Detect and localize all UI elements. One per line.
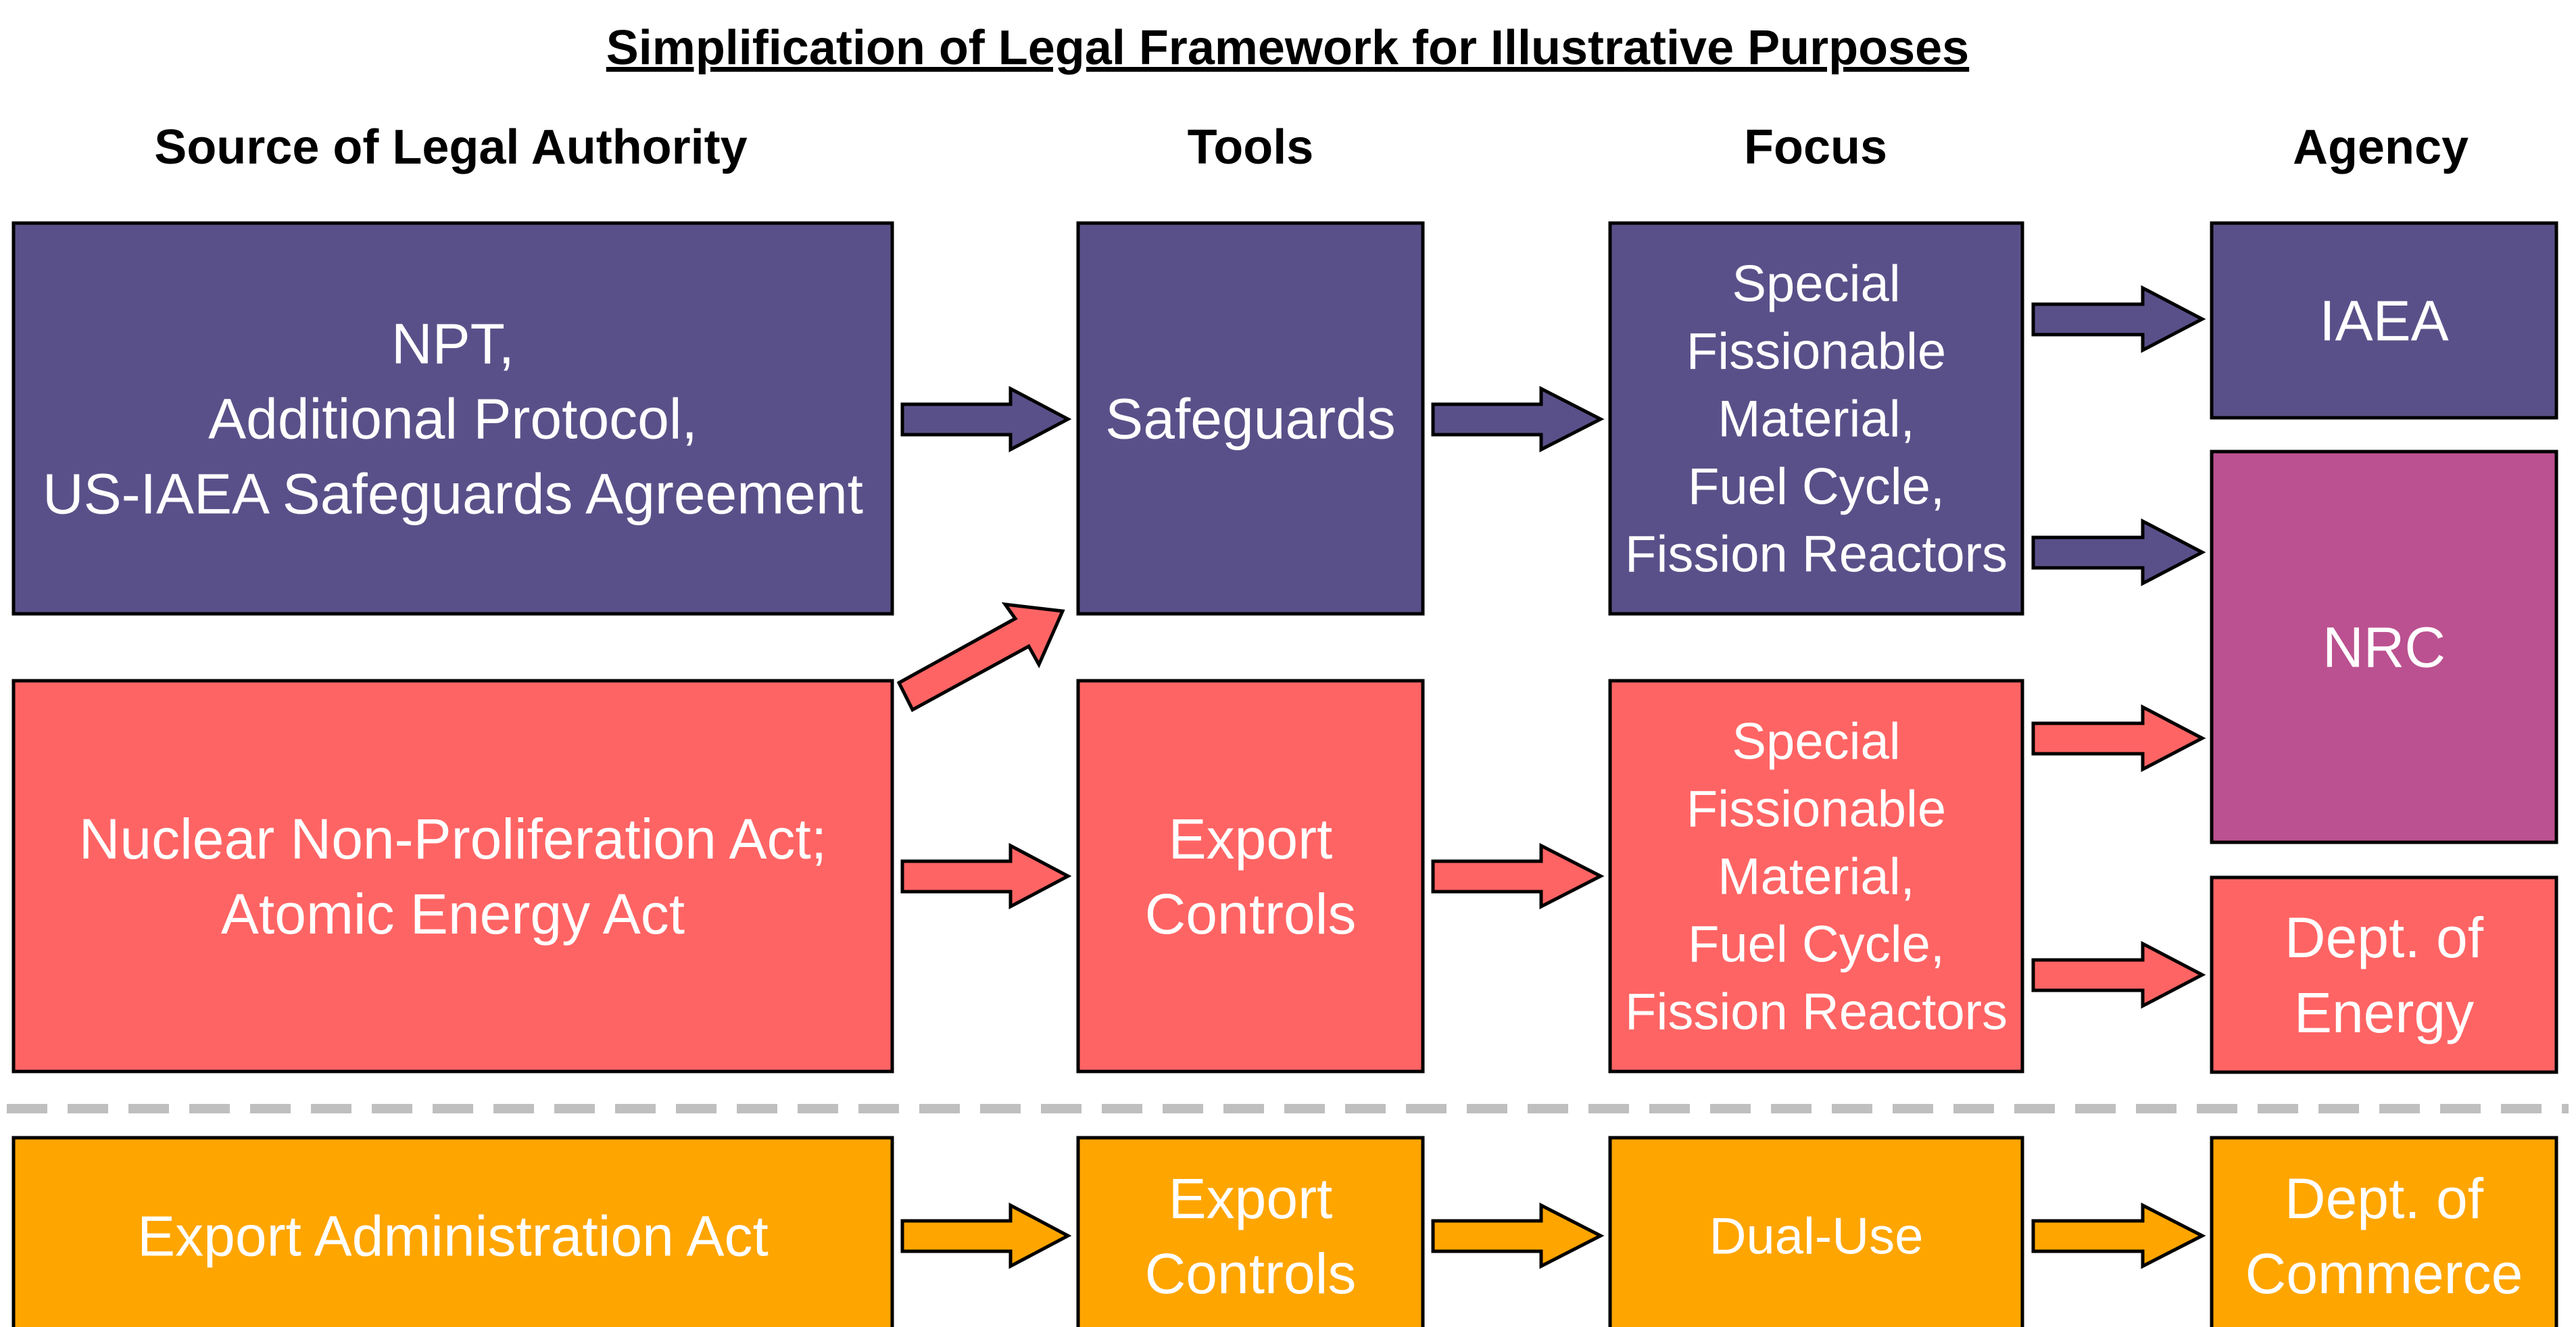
- box-text-line: Atomic Energy Act: [221, 882, 685, 946]
- arrow-safeguards-to-focus: [1431, 385, 1605, 453]
- box-text-line: Dual-Use: [1709, 1208, 1924, 1265]
- box-text-line: Special: [1732, 256, 1900, 313]
- arrow-dual-use-to-doc: [2031, 1202, 2206, 1270]
- box-text-line: Fissionable: [1686, 323, 1946, 381]
- arrow-focus-to-doe: [2031, 940, 2206, 1009]
- box-text-line: Dept. of: [2285, 1167, 2484, 1230]
- source-npt-label: NPT, Additional Protocol, US-IAEA Safeguar…: [43, 312, 863, 526]
- box-agency-doe: Dept. of Energy: [2210, 875, 2558, 1074]
- arrow-npt-to-safeguards: [900, 385, 1072, 453]
- agency-doe-label: Dept. of Energy: [2285, 906, 2484, 1044]
- box-tool-safeguards: Safeguards: [1076, 221, 1425, 616]
- box-text-line: Material,: [1718, 391, 1914, 448]
- arrow-focus-to-nrc-export: [2031, 704, 2206, 773]
- box-text-line: Export: [1169, 807, 1333, 871]
- arrow-focus-to-iaea: [2031, 285, 2206, 354]
- box-text-line: Commerce: [2245, 1242, 2523, 1305]
- box-text-line: Export Administration Act: [137, 1204, 769, 1268]
- box-agency-doc: Dept. of Commerce: [2210, 1136, 2558, 1327]
- source-eaa-label: Export Administration Act: [137, 1204, 769, 1268]
- box-source-eaa: Export Administration Act: [11, 1136, 894, 1327]
- header-tools: Tools: [1188, 120, 1314, 174]
- agency-doc-label: Dept. of Commerce: [2245, 1167, 2523, 1305]
- box-agency-nrc: NRC: [2210, 450, 2558, 844]
- tool-safeguards-label: Safeguards: [1105, 387, 1396, 450]
- source-nnpa-label: Nuclear Non-Proliferation Act; Atomic Ene…: [79, 807, 827, 946]
- box-text-line: Fissionable: [1686, 781, 1946, 838]
- box-text-line: IAEA: [2319, 289, 2448, 352]
- arrow-nnpa-to-safeguards: [896, 602, 1065, 713]
- arrow-export-to-dual-use: [1431, 1202, 1605, 1270]
- box-text-line: Fission Reactors: [1625, 984, 2008, 1041]
- box-text-line: Dept. of: [2285, 906, 2484, 969]
- box-text-line: NPT,: [391, 312, 514, 376]
- box-focus-dual-use: Dual-Use: [1608, 1136, 2024, 1327]
- agency-iaea-label: IAEA: [2319, 289, 2448, 352]
- agency-nrc-label: NRC: [2323, 615, 2446, 679]
- arrow-nnpa-to-export: [900, 842, 1072, 910]
- box-text-line: US-IAEA Safeguards Agreement: [43, 462, 863, 525]
- box-source-nnpa: Nuclear Non-Proliferation Act; Atomic Ene…: [11, 679, 894, 1073]
- box-text-line: Energy: [2294, 981, 2474, 1044]
- box-text-line: Fuel Cycle,: [1688, 458, 1945, 516]
- box-text-line: Controls: [1145, 1242, 1357, 1305]
- box-text-line: Fission Reactors: [1625, 526, 2008, 583]
- box-text-line: Fuel Cycle,: [1688, 916, 1945, 973]
- box-text-line: Controls: [1145, 882, 1357, 946]
- arrow-export-to-focus: [1431, 842, 1605, 910]
- box-text-line: Nuclear Non-Proliferation Act;: [79, 807, 827, 871]
- box-agency-iaea: IAEA: [2210, 221, 2558, 420]
- header-source: Source of Legal Authority: [154, 120, 747, 174]
- focus-dual-use-label: Dual-Use: [1709, 1208, 1924, 1265]
- box-text-line: Additional Protocol,: [208, 387, 698, 450]
- diagram-title: Simplification of Legal Framework for Il…: [606, 21, 1969, 75]
- box-text-line: Special: [1732, 713, 1900, 771]
- box-text-line: Safeguards: [1105, 387, 1396, 450]
- arrow-focus-to-nrc-safeguards: [2031, 518, 2206, 587]
- header-agency: Agency: [2293, 120, 2469, 174]
- box-text-line: Material,: [1718, 848, 1914, 906]
- box-text-line: NRC: [2323, 615, 2446, 679]
- box-source-npt: NPT, Additional Protocol, US-IAEA Safeguar…: [11, 221, 894, 616]
- header-focus: Focus: [1744, 120, 1887, 174]
- arrow-eaa-to-export: [900, 1202, 1072, 1270]
- box-text-line: Export: [1169, 1167, 1333, 1230]
